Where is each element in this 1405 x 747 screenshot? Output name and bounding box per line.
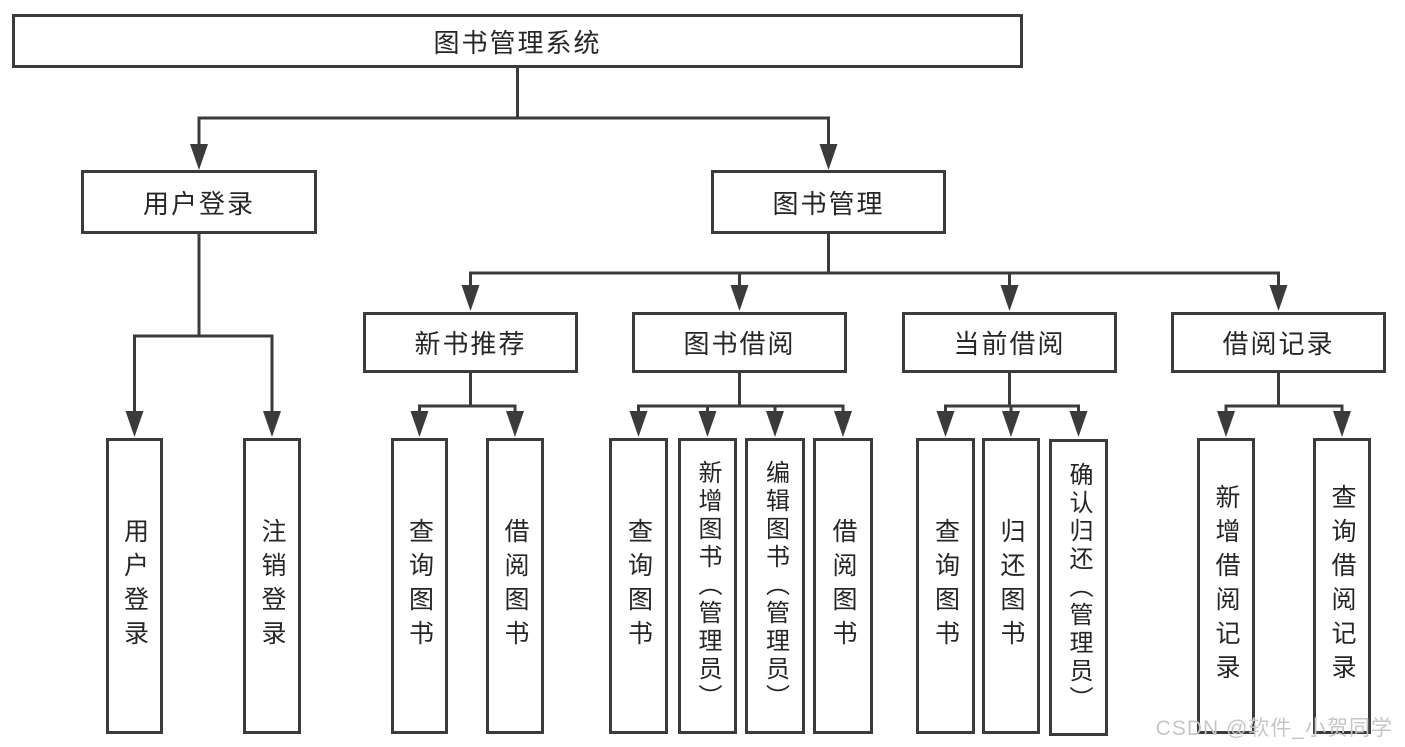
node-book-management: 图书管理 <box>711 170 946 234</box>
arrowheads <box>125 144 1351 437</box>
node-label: 图书管理系统 <box>433 27 602 58</box>
node-label: 当前借阅 <box>953 329 1066 359</box>
leaf-current-query-books: 查询图书 <box>916 438 975 734</box>
node-label: 新书推荐 <box>414 329 527 359</box>
node-label: 图书管理 <box>772 188 885 219</box>
node-borrow-records: 借阅记录 <box>1171 312 1386 373</box>
node-book-borrow: 图书借阅 <box>632 312 847 373</box>
leaf-recommend-borrow-books: 借阅图书 <box>486 438 544 734</box>
leaf-current-confirm-return-admin: 确认归还（管理员） <box>1049 439 1108 736</box>
leaf-current-return-books: 归还图书 <box>982 438 1040 734</box>
leaf-user-login: 用户登录 <box>106 438 163 734</box>
leaf-logout-login: 注销登录 <box>243 438 301 734</box>
node-library-management-system: 图书管理系统 <box>12 14 1023 68</box>
leaf-records-add-borrow-record: 新增借阅记录 <box>1197 438 1255 734</box>
node-user-login: 用户登录 <box>81 170 317 234</box>
leaf-records-query-borrow-record: 查询借阅记录 <box>1313 438 1371 734</box>
node-new-book-recommend: 新书推荐 <box>363 312 578 373</box>
leaf-borrow-query-books: 查询图书 <box>609 438 668 734</box>
leaf-borrow-add-books-admin: 新增图书（管理员） <box>678 438 737 734</box>
leaf-borrow-borrow-books: 借阅图书 <box>813 438 873 734</box>
node-current-borrow: 当前借阅 <box>902 312 1117 373</box>
leaf-recommend-query-books: 查询图书 <box>391 438 448 734</box>
node-label: 图书借阅 <box>683 329 796 359</box>
csdn-watermark: CSDN @软件_小贺同学 <box>1155 717 1393 740</box>
node-label: 借阅记录 <box>1222 329 1335 359</box>
leaf-borrow-edit-books-admin: 编辑图书（管理员） <box>745 438 805 734</box>
node-label: 用户登录 <box>142 188 255 219</box>
